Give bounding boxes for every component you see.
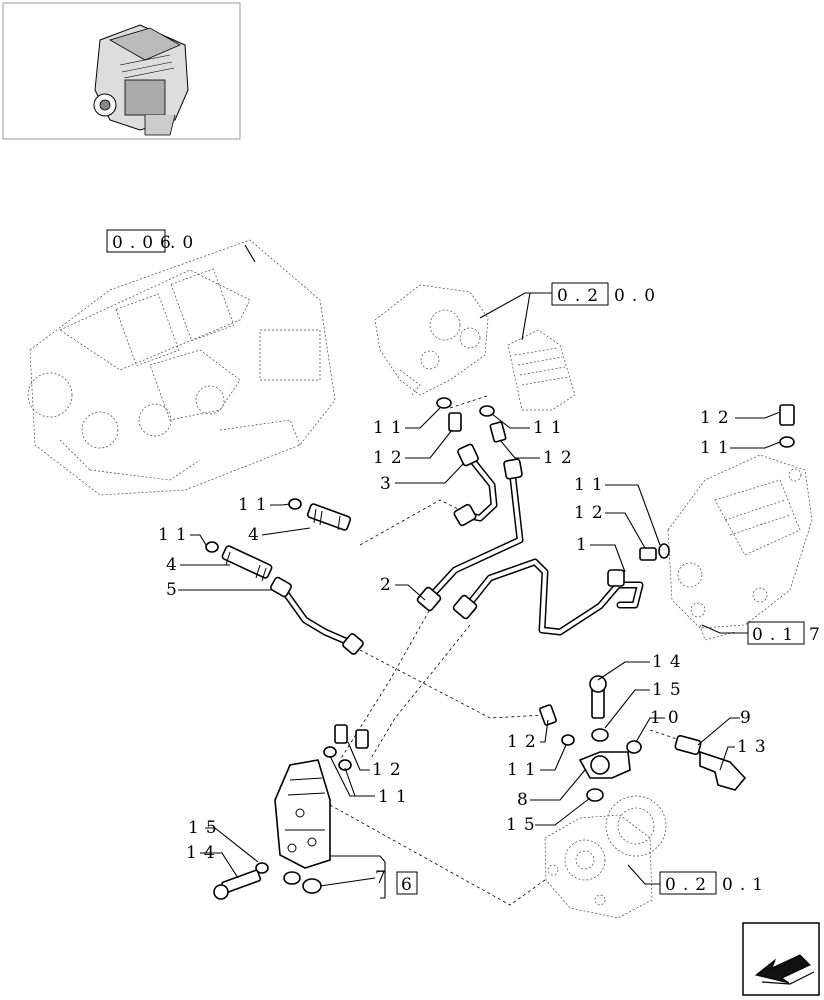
fuel-pipe-5[interactable] [278, 584, 359, 649]
bolt-14-left[interactable] [213, 869, 262, 900]
callout-13: 13 [737, 737, 773, 757]
callout-11: 11 [533, 418, 569, 438]
washer-15-left[interactable] [255, 862, 269, 874]
callout-12: 12 [700, 408, 736, 428]
callout-11: 11 [373, 418, 409, 438]
reference-0-20-1[interactable]: 0.2 0.1 [659, 871, 770, 895]
reference-0-06-0[interactable]: 0.06 .0 [106, 229, 200, 253]
washer-11-b[interactable] [479, 405, 495, 417]
callout-15: 15 [652, 680, 688, 700]
bolt-14-right[interactable] [589, 675, 607, 719]
pipe-5-fitting-lower[interactable] [342, 633, 365, 656]
adapter-12-a[interactable] [448, 412, 462, 432]
cap-7-b[interactable] [302, 878, 322, 894]
connector-4-lower[interactable] [221, 545, 273, 582]
callout-14: 14 [186, 843, 222, 863]
callout-15: 15 [506, 815, 542, 835]
reference-tail-text: 7 [809, 625, 824, 645]
adapter-12-c[interactable] [639, 547, 657, 561]
callout-7: 7 [375, 868, 393, 888]
cap-7-a[interactable] [283, 871, 301, 885]
callout-8: 8 [517, 790, 535, 810]
elbow-13[interactable] [699, 750, 747, 791]
callout-4: 4 [248, 525, 266, 545]
callout-5: 5 [166, 580, 184, 600]
reference-tail-text: 0.1 [722, 875, 770, 895]
pipe-5-fitting-upper[interactable] [270, 576, 293, 598]
adapter-12-f[interactable] [334, 724, 348, 744]
reference-0-20-0[interactable]: 0.2 0.0 [551, 282, 662, 306]
reference-tail-text: 0.0 [614, 286, 662, 306]
pipe-nut-2-bottom[interactable] [416, 586, 442, 612]
reference-box-text: 6 [401, 875, 419, 895]
pipe-nut-3-bottom[interactable] [453, 503, 477, 527]
callout-12: 12 [543, 448, 579, 468]
callout-12: 12 [372, 760, 408, 780]
callout-2: 2 [380, 575, 398, 595]
reference-tail-text: .0 [170, 233, 200, 253]
callout-15: 15 [188, 818, 224, 838]
adapter-12-d[interactable] [779, 404, 795, 426]
reference-0-17[interactable]: 0.1 7 [747, 621, 824, 645]
callout-11: 11 [700, 438, 736, 458]
engine-thumbnail-icon[interactable] [2, 2, 241, 140]
next-page-arrow-icon[interactable] [742, 922, 820, 996]
callout-4: 4 [166, 555, 184, 575]
callout-14: 14 [652, 652, 688, 672]
banjo-fitting-8[interactable] [578, 751, 631, 779]
callout-11: 11 [238, 495, 274, 515]
washer-15-lower[interactable] [586, 788, 604, 802]
callout-9: 9 [740, 708, 758, 728]
callout-10: 10 [650, 708, 686, 728]
washer-15-upper[interactable] [591, 728, 609, 742]
washer-11-f[interactable] [779, 436, 795, 448]
filter-bracket[interactable] [274, 759, 331, 869]
callout-11: 11 [574, 475, 610, 495]
leader-lines [178, 244, 781, 899]
reference-box-text: 0.06 [112, 233, 178, 253]
washer-11-g[interactable] [561, 734, 575, 746]
callout-1: 1 [576, 535, 594, 555]
pipe-nut-2-top[interactable] [503, 458, 523, 480]
fuel-pipe-1[interactable] [462, 558, 644, 636]
callout-12: 12 [507, 732, 543, 752]
washer-11-e[interactable] [658, 543, 670, 559]
reference-box-text: 0.2 [665, 875, 713, 895]
callout-labels: 11 12 3 11 12 11 4 11 4 5 2 11 12 1 12 1… [158, 408, 773, 888]
callout-12: 12 [574, 503, 610, 523]
pipe-nut-1-right[interactable] [607, 569, 625, 587]
reference-box-text: 0.1 [752, 625, 800, 645]
engine-block-outline [27, 239, 336, 496]
connector-4-upper[interactable] [306, 503, 352, 531]
callout-3: 3 [380, 474, 398, 494]
injection-pump-outline [667, 454, 813, 641]
washer-11-a[interactable] [436, 397, 452, 409]
adapter-9[interactable] [674, 735, 702, 755]
pipe-nut-1-left[interactable] [452, 594, 478, 620]
lower-pump-outline [544, 795, 667, 919]
routing-lines [329, 394, 681, 906]
washer-10[interactable] [626, 740, 642, 754]
washer-11-h[interactable] [323, 746, 337, 758]
washer-11-i[interactable] [338, 759, 352, 771]
adapter-12-g[interactable] [355, 729, 369, 749]
fuel-pipe-2[interactable] [428, 466, 524, 599]
callout-11: 11 [158, 525, 194, 545]
adapter-12-e[interactable] [539, 704, 557, 726]
reference-6[interactable]: 6 [396, 871, 419, 895]
oil-filter-outline [374, 284, 576, 411]
washer-11-d[interactable] [205, 541, 219, 553]
callout-12: 12 [373, 448, 409, 468]
callout-11: 11 [378, 787, 414, 807]
washer-11-c[interactable] [288, 498, 302, 510]
pipe-nut-3[interactable] [457, 443, 479, 467]
reference-box-text: 0.2 [557, 286, 605, 306]
callout-11: 11 [507, 760, 543, 780]
adapter-12-b[interactable] [489, 421, 507, 443]
